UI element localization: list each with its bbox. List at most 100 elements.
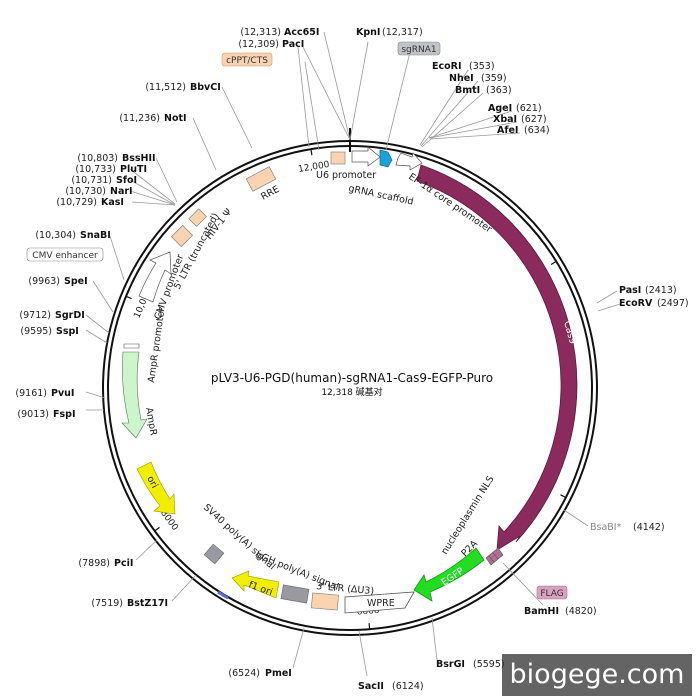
tick-mark — [560, 494, 567, 499]
site-kasi-pos: (10,729) — [56, 197, 97, 208]
site-acc65i: Acc65I — [284, 27, 319, 38]
site-xbai: XbaI — [493, 114, 517, 125]
ltr5-feature — [170, 224, 194, 248]
site-sfoi: SfoI — [116, 175, 137, 186]
site-sspi: SspI — [56, 326, 79, 337]
site-paci: PacI — [282, 39, 304, 50]
site-ecorv: EcoRV — [619, 298, 653, 309]
site-fspi-pos: (9013) — [17, 409, 49, 420]
backbone-band — [217, 590, 229, 600]
site-sgrdi-pos: (9712) — [19, 310, 51, 321]
site-sacii-pos: (6124) — [392, 681, 424, 692]
label-wpre: WPRE — [367, 598, 395, 609]
site-kasi: KasI — [101, 197, 124, 208]
site-spei: SpeI — [64, 276, 88, 287]
site-bsabi: BsaBI* — [590, 522, 622, 533]
plasmid-size: 12,318 碱基对 — [321, 386, 382, 398]
site-bsrgi: BsrGI — [436, 659, 465, 670]
ltr3-feature — [311, 592, 339, 611]
site-bsshii: BssHII — [122, 153, 156, 164]
egfp-feature — [413, 547, 485, 602]
site-nhei-pos: (359) — [481, 73, 507, 84]
leader-lines — [85, 31, 621, 677]
cppt-badge: cPPT/CTS — [221, 52, 273, 67]
site-noti: NotI — [164, 113, 187, 124]
site-ecorv-pos: (2497) — [657, 298, 689, 309]
site-agei-pos: (621) — [516, 103, 542, 114]
site-spei-pos: (9963) — [28, 276, 60, 287]
site-paci-pos: (12,309) — [238, 39, 279, 50]
site-ecori-pos: (353) — [469, 61, 495, 72]
tick-mark — [310, 149, 313, 156]
site-pmei-pos: (6524) — [228, 668, 260, 679]
sgrna1-badge: sgRNA1 — [397, 41, 441, 56]
site-snabi-pos: (10,304) — [35, 230, 76, 241]
site-bamhi: BamHI — [524, 606, 559, 617]
scaffold-feature — [379, 149, 393, 168]
site-bstz17i-pos: (7519) — [91, 598, 123, 609]
site-pluti: PluTI — [120, 164, 147, 175]
site-noti-pos: (11,236) — [119, 113, 160, 124]
site-sgrdi: SgrDI — [55, 310, 85, 321]
site-afei-pos: (634) — [524, 125, 550, 136]
site-kpni-pos: (12,317) — [382, 27, 423, 38]
cas9-feature — [416, 164, 578, 551]
site-afei: AfeI — [497, 125, 518, 136]
rre-feature — [245, 166, 277, 192]
site-pvui-pos: (9161) — [15, 388, 47, 399]
ampr-feature — [121, 351, 148, 439]
site-bmti: BmtI — [455, 85, 480, 96]
site-nhei: NheI — [449, 73, 474, 84]
u6-feature — [351, 146, 381, 167]
ori-feature — [136, 461, 176, 515]
tick-mark — [550, 260, 557, 266]
site-kpni: KpnI — [356, 27, 380, 38]
tick-label: 6000 — [356, 606, 380, 618]
site-pasi: PasI — [619, 285, 641, 296]
site-sacii: SacII — [358, 681, 384, 692]
site-pcii: PciI — [114, 558, 133, 569]
site-xbai-pos: (627) — [521, 114, 547, 125]
site-bsrgi-pos: (5595) — [473, 659, 505, 670]
site-pvui: PvuI — [51, 388, 74, 399]
site-bsshii-pos: (10,803) — [77, 153, 118, 164]
cppt-feature — [330, 151, 346, 165]
label-scaffold: gRNA scaffold — [347, 183, 414, 208]
svg-text:CMV enhancer: CMV enhancer — [32, 251, 98, 261]
site-ecori: EcoRI — [432, 61, 462, 72]
site-acc65i-pos: (12,313) — [240, 27, 281, 38]
svg-text:sgRNA1: sgRNA1 — [401, 45, 436, 55]
label-rre: RRE — [259, 184, 281, 203]
svg-text:FLAG: FLAG — [540, 589, 563, 599]
sv40-feature — [203, 543, 225, 565]
site-bstz17i: BstZ17I — [127, 598, 168, 609]
label-ampr: AmpR — [143, 407, 159, 437]
amppro-feature — [123, 343, 140, 349]
site-nari-pos: (10,730) — [65, 186, 106, 197]
site-bbvci: BbvCI — [190, 82, 221, 93]
ef1a-feature — [395, 152, 423, 171]
site-bsabi-pos: (4142) — [633, 522, 665, 533]
cmv-badge: CMV enhancer — [26, 247, 104, 262]
svg-text:cPPT/CTS: cPPT/CTS — [226, 56, 268, 66]
tick-mark — [154, 526, 160, 532]
site-bamhi-pos: (4820) — [565, 606, 597, 617]
label-u6: U6 promoter — [316, 170, 376, 181]
tick-mark — [125, 295, 132, 300]
site-bmti-pos: (363) — [486, 85, 512, 96]
site-snabi: SnaBI — [80, 230, 111, 241]
wpre-feature — [344, 591, 415, 614]
flag-badge: FLAG — [536, 585, 568, 600]
watermark-logo: biogege.com — [502, 654, 692, 696]
p2a-nls-feature — [485, 547, 504, 566]
site-pluti-pos: (10,733) — [75, 164, 116, 175]
plasmid-title: pLV3-U6-PGD(human)-sgRNA1-Cas9-EGFP-Puro — [211, 371, 493, 385]
label-ltr3: 3' LTR (ΔU3) — [316, 581, 375, 597]
site-agei: AgeI — [488, 103, 512, 114]
site-nari: NarI — [110, 186, 133, 197]
hiv-feature — [188, 208, 207, 227]
bgh-feature — [280, 584, 310, 604]
f1ori-feature — [231, 570, 280, 599]
site-sfoi-pos: (10,731) — [71, 175, 112, 186]
